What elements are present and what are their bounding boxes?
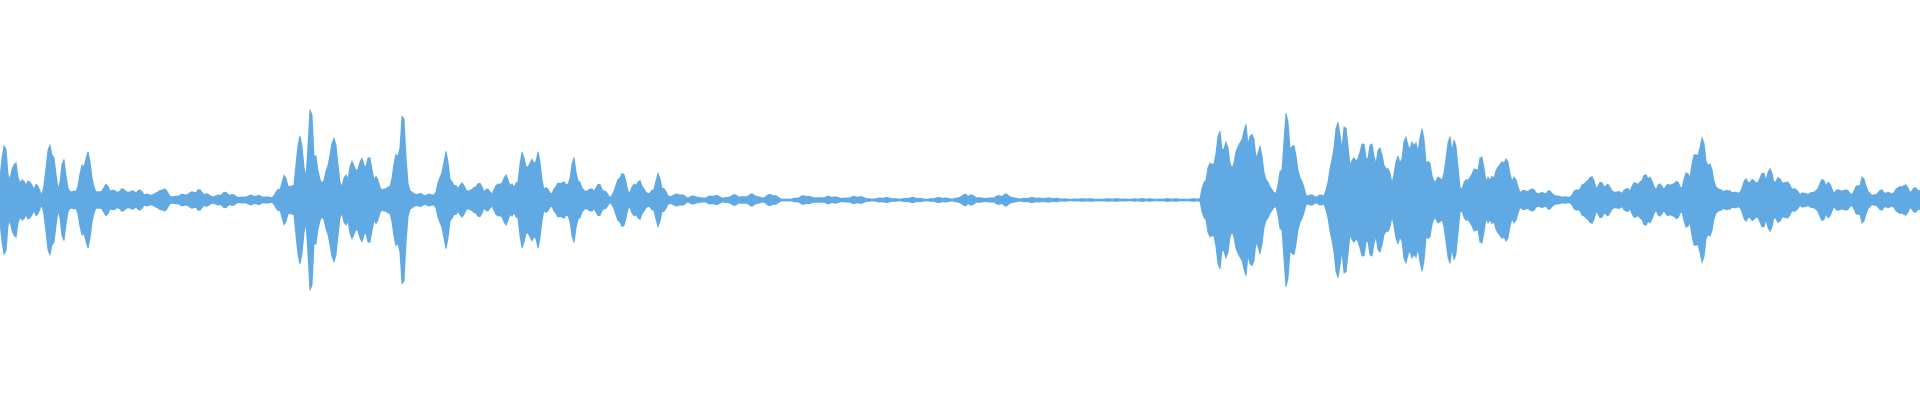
waveform-series — [0, 109, 1920, 291]
